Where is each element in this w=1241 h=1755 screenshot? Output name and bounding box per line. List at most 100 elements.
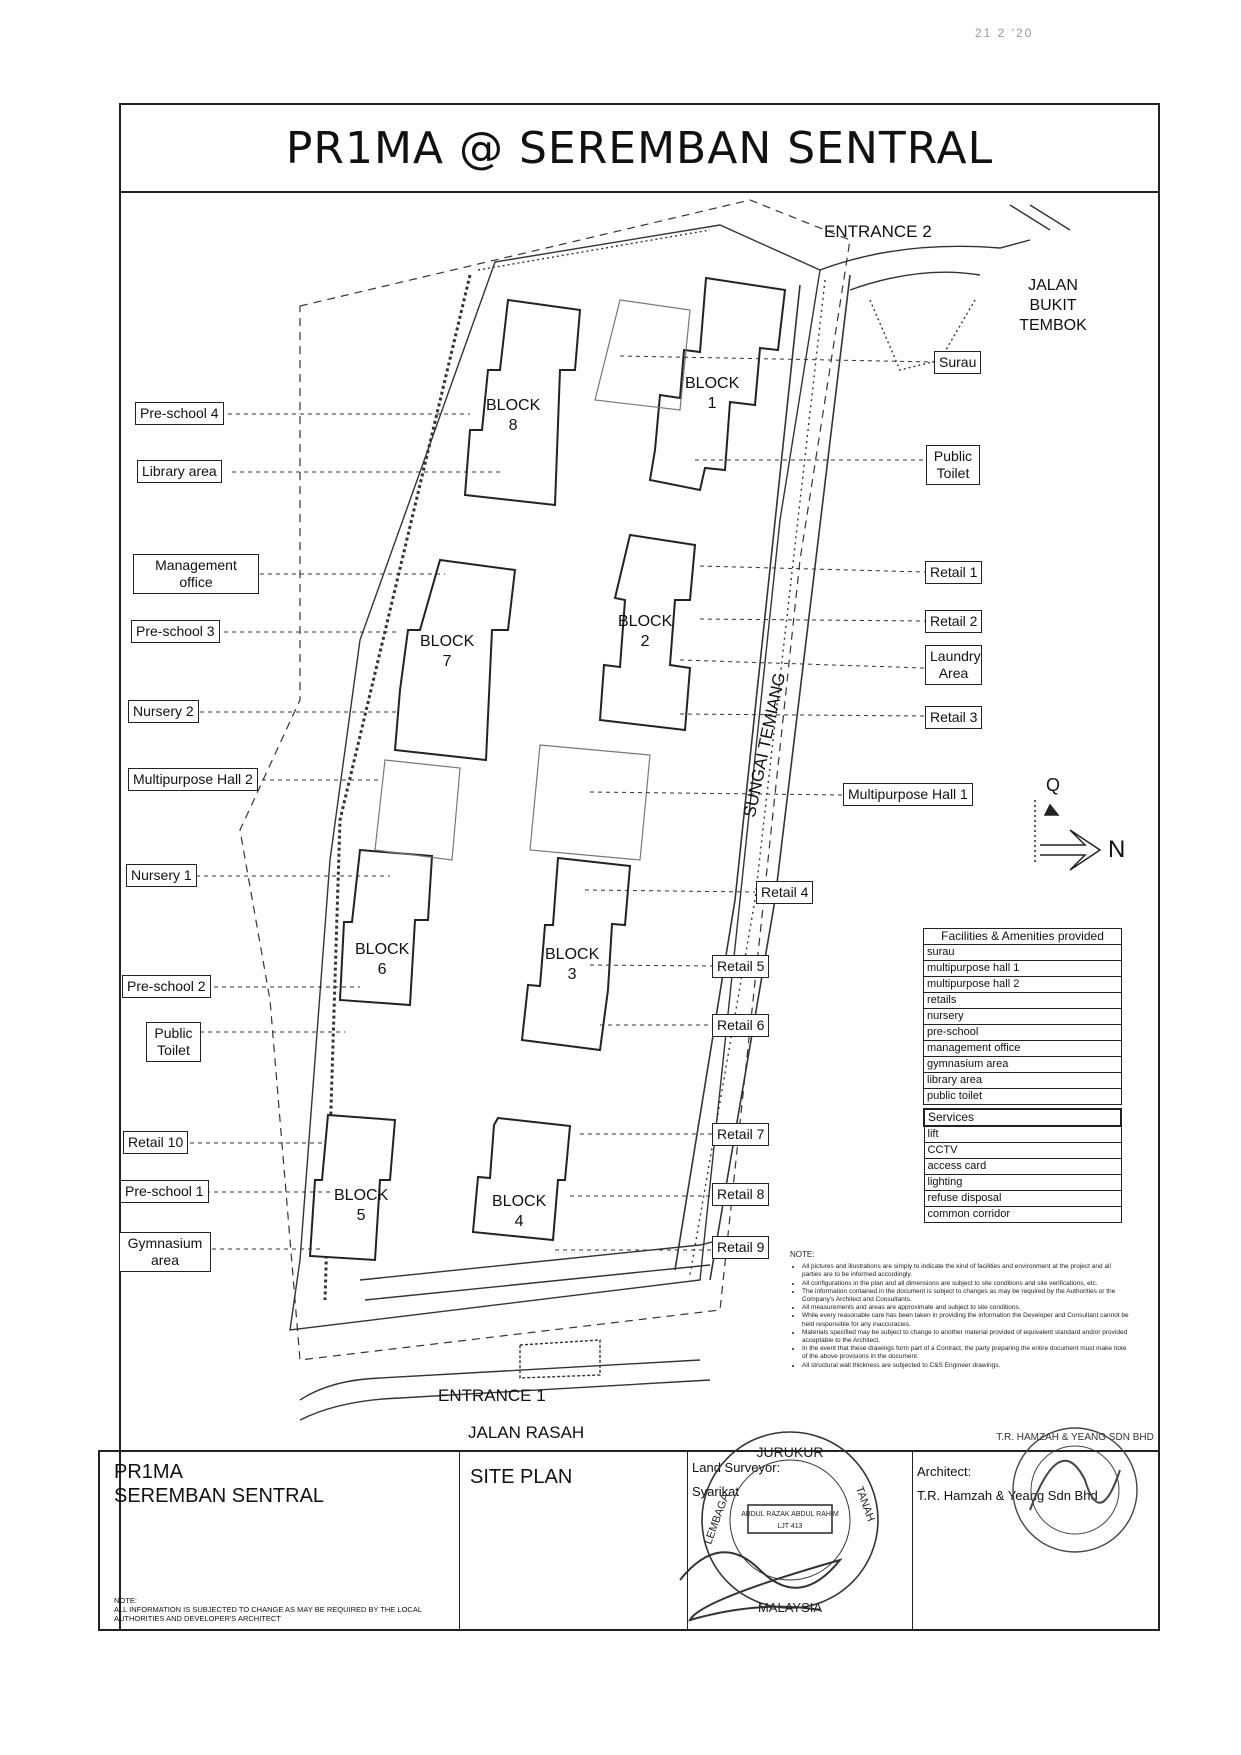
- note-item: All measurements and areas are approxima…: [802, 1304, 1130, 1312]
- note-item: The information contained in the documen…: [802, 1288, 1130, 1304]
- road-top-label: JALAN BUKIT TEMBOK: [1019, 277, 1087, 334]
- road-top-curve: [819, 239, 1031, 271]
- note-item: All configurations in the plan and all d…: [802, 1280, 1130, 1288]
- hall-1-outline: [529, 744, 651, 861]
- note-item: All structural wall thickness are subjec…: [802, 1362, 1130, 1370]
- label-public-toilet-left: Public Toilet: [146, 1022, 201, 1062]
- service-item: CCTV: [923, 1142, 1122, 1159]
- label-retail-2: Retail 2: [925, 610, 983, 633]
- label-pre-school-2: Pre-school 2: [122, 975, 211, 998]
- label-surau: Surau: [934, 351, 982, 374]
- facility-item: multipurpose hall 1: [923, 960, 1122, 977]
- label-pre-school-3: Pre-school 3: [131, 620, 220, 643]
- page-title: PR1MA @ SEREMBAN SENTRAL: [285, 122, 994, 174]
- service-item: access card: [923, 1158, 1122, 1175]
- service-item: common corridor: [923, 1206, 1122, 1223]
- block-8-shape: [463, 298, 582, 507]
- service-item: refuse disposal: [923, 1190, 1122, 1207]
- label-retail-1: Retail 1: [925, 561, 983, 584]
- facilities-header: Facilities & Amenities provided: [923, 928, 1122, 945]
- river-bank-left: [674, 284, 801, 1271]
- architect-label: Architect:: [917, 1464, 972, 1479]
- note-item: All pictures and illustrations are simpl…: [802, 1263, 1130, 1279]
- hall-2-outline: [374, 759, 461, 861]
- label-multipurpose-hall-2: Multipurpose Hall 2: [128, 768, 258, 791]
- label-laundry-area: Laundry Area: [925, 645, 982, 685]
- block-6-shape: [338, 848, 434, 1007]
- facilities-table: Facilities & Amenities provided surau mu…: [923, 928, 1122, 1105]
- block-1-shape: [648, 276, 787, 492]
- title-block-note: NOTE:ALL INFORMATION IS SUBJECTED TO CHA…: [114, 1596, 422, 1623]
- service-item: lighting: [923, 1174, 1122, 1191]
- note-item: While every reasonable care has been tak…: [802, 1312, 1130, 1328]
- facility-item: nursery: [923, 1008, 1122, 1025]
- note-list: All pictures and illustrations are simpl…: [790, 1263, 1130, 1370]
- drawing-frame: PR1MA @ SEREMBAN SENTRAL: [119, 103, 1160, 1631]
- road-bottom-label: JALAN RASAH: [468, 1423, 585, 1442]
- title-bar: PR1MA @ SEREMBAN SENTRAL: [121, 105, 1158, 193]
- compound-outline: [289, 224, 821, 1331]
- facility-item: retails: [923, 992, 1122, 1009]
- services-header: Services: [923, 1108, 1122, 1127]
- facility-item: management office: [923, 1040, 1122, 1057]
- label-retail-10: Retail 10: [123, 1131, 189, 1154]
- drawing-title: SITE PLAN: [470, 1466, 573, 1488]
- architect-firm: T.R. Hamzah & Yeang Sdn Bhd: [917, 1488, 1098, 1503]
- label-retail-3: Retail 3: [925, 706, 983, 729]
- label-management-office: Management office: [133, 554, 259, 594]
- surau-area-outline: [594, 299, 691, 411]
- block-4-shape: [471, 1116, 572, 1242]
- leader-lines: [190, 355, 936, 1251]
- facility-item: pre-school: [923, 1024, 1122, 1041]
- facility-item: multipurpose hall 2: [923, 976, 1122, 993]
- facility-item: library area: [923, 1072, 1122, 1089]
- facility-item: surau: [923, 944, 1122, 961]
- services-table: Services lift CCTV access card lighting …: [923, 1108, 1122, 1223]
- note-item: In the event that these drawings form pa…: [802, 1345, 1130, 1361]
- label-nursery-2: Nursery 2: [128, 700, 199, 723]
- block-5-shape: [308, 1113, 397, 1262]
- title-block-architect: Architect: T.R. Hamzah & Yeang Sdn Bhd: [913, 1452, 1159, 1629]
- entrance-1-label: ENTRANCE 1: [438, 1386, 546, 1405]
- label-retail-8: Retail 8: [712, 1183, 770, 1206]
- plan-note: NOTE: All pictures and illustrations are…: [790, 1250, 1130, 1370]
- label-retail-6: Retail 6: [712, 1014, 770, 1037]
- road-bottom-curve: [299, 1359, 701, 1401]
- entrance-2-label: ENTRANCE 2: [824, 222, 932, 241]
- label-library-area: Library area: [137, 460, 222, 483]
- label-pre-school-1: Pre-school 1: [120, 1180, 209, 1203]
- building-blocks: [308, 276, 787, 1262]
- q-letter: Q: [1046, 775, 1061, 795]
- label-retail-5: Retail 5: [712, 955, 770, 978]
- label-multipurpose-hall-1: Multipurpose Hall 1: [843, 783, 973, 806]
- service-item: lift: [923, 1125, 1122, 1143]
- block-2-shape: [598, 533, 697, 732]
- surveyor-label: Land Surveyor:: [692, 1460, 781, 1475]
- surveyor-firm: Syarikat: [692, 1484, 739, 1499]
- handwritten-reference: 21 2 '20: [975, 26, 1034, 40]
- note-title: NOTE:: [790, 1250, 815, 1259]
- facility-item: public toilet: [923, 1088, 1122, 1105]
- title-block-surveyor: Land Surveyor: Syarikat: [688, 1452, 913, 1629]
- label-nursery-1: Nursery 1: [126, 864, 197, 887]
- label-retail-4: Retail 4: [756, 881, 814, 904]
- note-item: Materials specified may be subject to ch…: [802, 1329, 1130, 1345]
- north-letter: N: [1108, 836, 1126, 863]
- title-block-drawing: SITE PLAN: [460, 1452, 688, 1629]
- site-boundary: [239, 199, 851, 1361]
- label-public-toilet-right: Public Toilet: [926, 445, 980, 485]
- label-retail-7: Retail 7: [712, 1123, 770, 1146]
- block-7-shape: [393, 558, 517, 762]
- facility-item: gymnasium area: [923, 1056, 1122, 1073]
- facilities-legend: Facilities & Amenities provided surau mu…: [923, 928, 1122, 1223]
